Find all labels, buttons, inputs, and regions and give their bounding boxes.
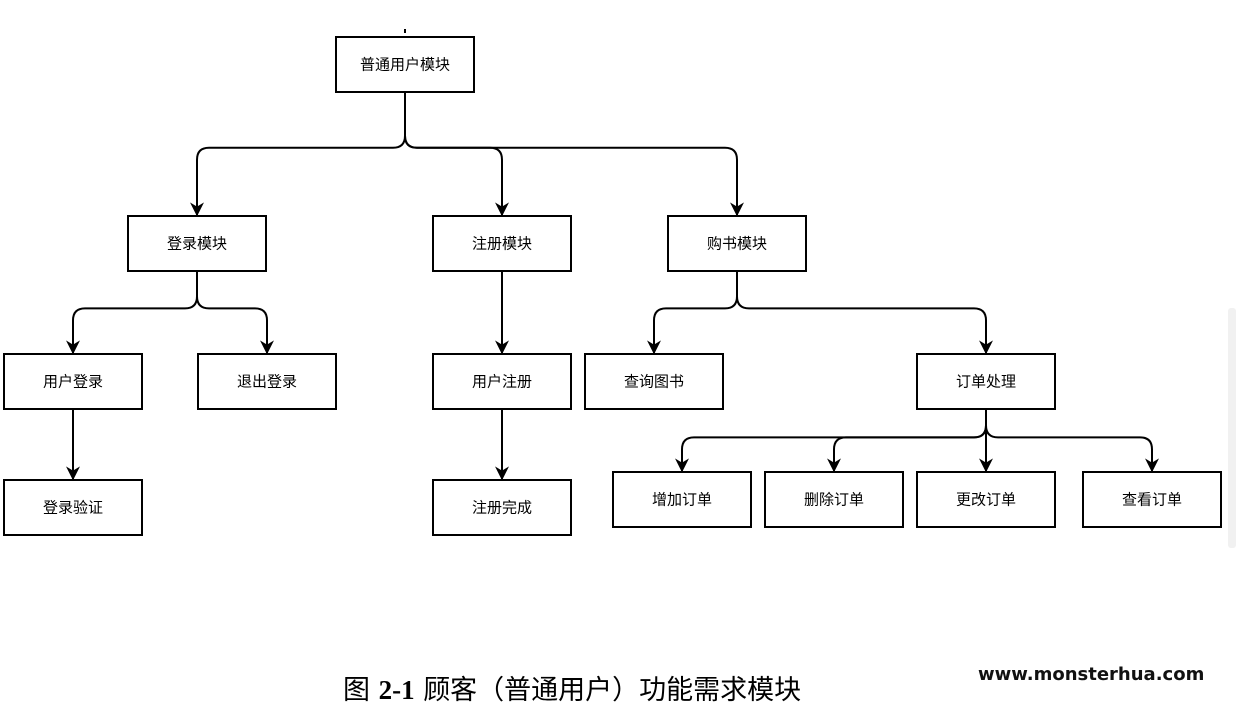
node-box bbox=[3, 479, 143, 536]
node-label: 用户登录 bbox=[43, 373, 103, 391]
figure-caption: 图 2-1 顾客（普通用户）功能需求模块 bbox=[343, 668, 801, 707]
node-delete-order: 删除订单 bbox=[764, 471, 904, 528]
node-box bbox=[1082, 471, 1222, 528]
node-box bbox=[584, 353, 724, 410]
edge-order-process-to-view-order bbox=[985, 409, 1159, 473]
node-purchase: 购书模块 bbox=[667, 215, 807, 272]
node-label: 登录模块 bbox=[167, 235, 227, 253]
node-box bbox=[335, 36, 475, 93]
node-add-order: 增加订单 bbox=[612, 471, 752, 528]
edge-root-to-login bbox=[190, 92, 406, 217]
node-label: 用户注册 bbox=[472, 373, 532, 391]
side-scroll-strip bbox=[1228, 308, 1236, 548]
caption-text: 顾客（普通用户）功能需求模块 bbox=[423, 675, 802, 706]
edge-purchase-to-search-books bbox=[647, 271, 738, 355]
node-register: 注册模块 bbox=[432, 215, 572, 272]
node-box bbox=[612, 471, 752, 528]
edge-root-to-purchase bbox=[404, 92, 744, 217]
node-label: 增加订单 bbox=[652, 491, 712, 509]
node-user-register: 用户注册 bbox=[432, 353, 572, 410]
node-box bbox=[3, 353, 143, 410]
edges-layer bbox=[66, 29, 1159, 481]
node-login-verify: 登录验证 bbox=[3, 479, 143, 536]
node-label: 注册模块 bbox=[472, 235, 532, 253]
caption-prefix: 图 bbox=[343, 675, 370, 706]
node-label: 删除订单 bbox=[804, 491, 864, 509]
node-view-order: 查看订单 bbox=[1082, 471, 1222, 528]
node-label: 购书模块 bbox=[707, 235, 767, 253]
node-label: 登录验证 bbox=[43, 499, 103, 517]
edge-order-process-to-delete-order bbox=[827, 409, 987, 473]
node-box bbox=[432, 479, 572, 536]
node-label: 查看订单 bbox=[1122, 491, 1182, 509]
node-register-done: 注册完成 bbox=[432, 479, 572, 536]
node-modify-order: 更改订单 bbox=[916, 471, 1056, 528]
node-login: 登录模块 bbox=[127, 215, 267, 272]
node-logout: 退出登录 bbox=[197, 353, 337, 410]
node-user-login: 用户登录 bbox=[3, 353, 143, 410]
node-label: 普通用户模块 bbox=[360, 56, 450, 74]
node-box bbox=[764, 471, 904, 528]
watermark: www.monsterhua.com bbox=[978, 664, 1205, 685]
node-box bbox=[197, 353, 337, 410]
edge-purchase-to-order-process bbox=[736, 271, 993, 355]
node-label: 订单处理 bbox=[956, 373, 1016, 391]
node-box bbox=[127, 215, 267, 272]
node-search-books: 查询图书 bbox=[584, 353, 724, 410]
node-root: 普通用户模块 bbox=[335, 36, 475, 93]
node-box bbox=[916, 471, 1056, 528]
edge-login-to-logout bbox=[196, 271, 274, 355]
node-box bbox=[916, 353, 1056, 410]
caption-number: 2-1 bbox=[378, 675, 415, 705]
node-label: 查询图书 bbox=[624, 373, 684, 391]
node-label: 退出登录 bbox=[237, 373, 297, 391]
node-order-process: 订单处理 bbox=[916, 353, 1056, 410]
node-box bbox=[432, 215, 572, 272]
node-label: 更改订单 bbox=[956, 491, 1016, 509]
edge-root-to-register bbox=[404, 92, 509, 217]
node-label: 注册完成 bbox=[472, 499, 532, 517]
edge-login-to-user-login bbox=[66, 271, 198, 355]
node-box bbox=[432, 353, 572, 410]
node-box bbox=[667, 215, 807, 272]
